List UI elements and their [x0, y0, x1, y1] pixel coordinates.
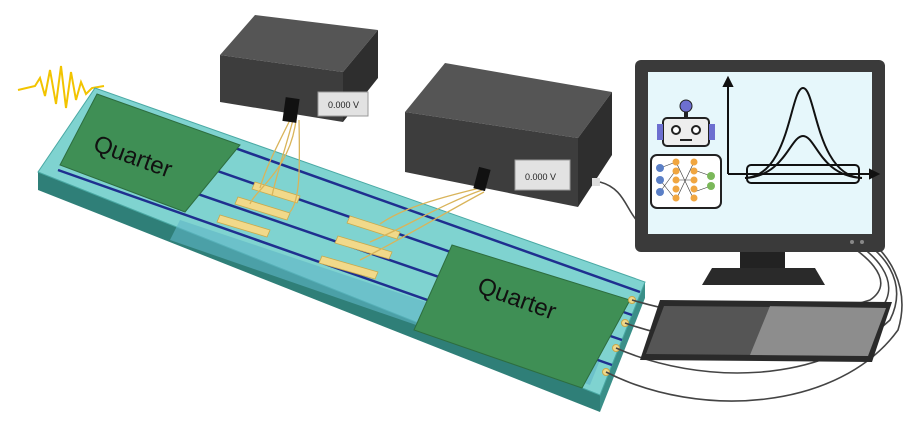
left-quarter-pad — [59, 93, 241, 213]
computer-monitor — [635, 60, 885, 285]
electrodes — [216, 181, 401, 280]
probe-wires — [249, 119, 485, 261]
photonic-chip: Quarter Quarter — [37, 87, 646, 412]
gaussian-plot-icon — [722, 75, 881, 184]
voltage-source-2: 0.000 V — [405, 63, 612, 207]
voltage-readout-1: 0.000 V — [328, 100, 359, 110]
voltage-readout-2: 0.000 V — [525, 172, 556, 182]
voltage-source-1: 0.000 V — [220, 15, 378, 123]
neural-network-icon — [650, 154, 722, 209]
keyboard — [640, 300, 892, 362]
robot-icon — [657, 99, 715, 147]
light-pulse-icon — [17, 65, 105, 109]
right-quarter-pad — [413, 244, 631, 389]
